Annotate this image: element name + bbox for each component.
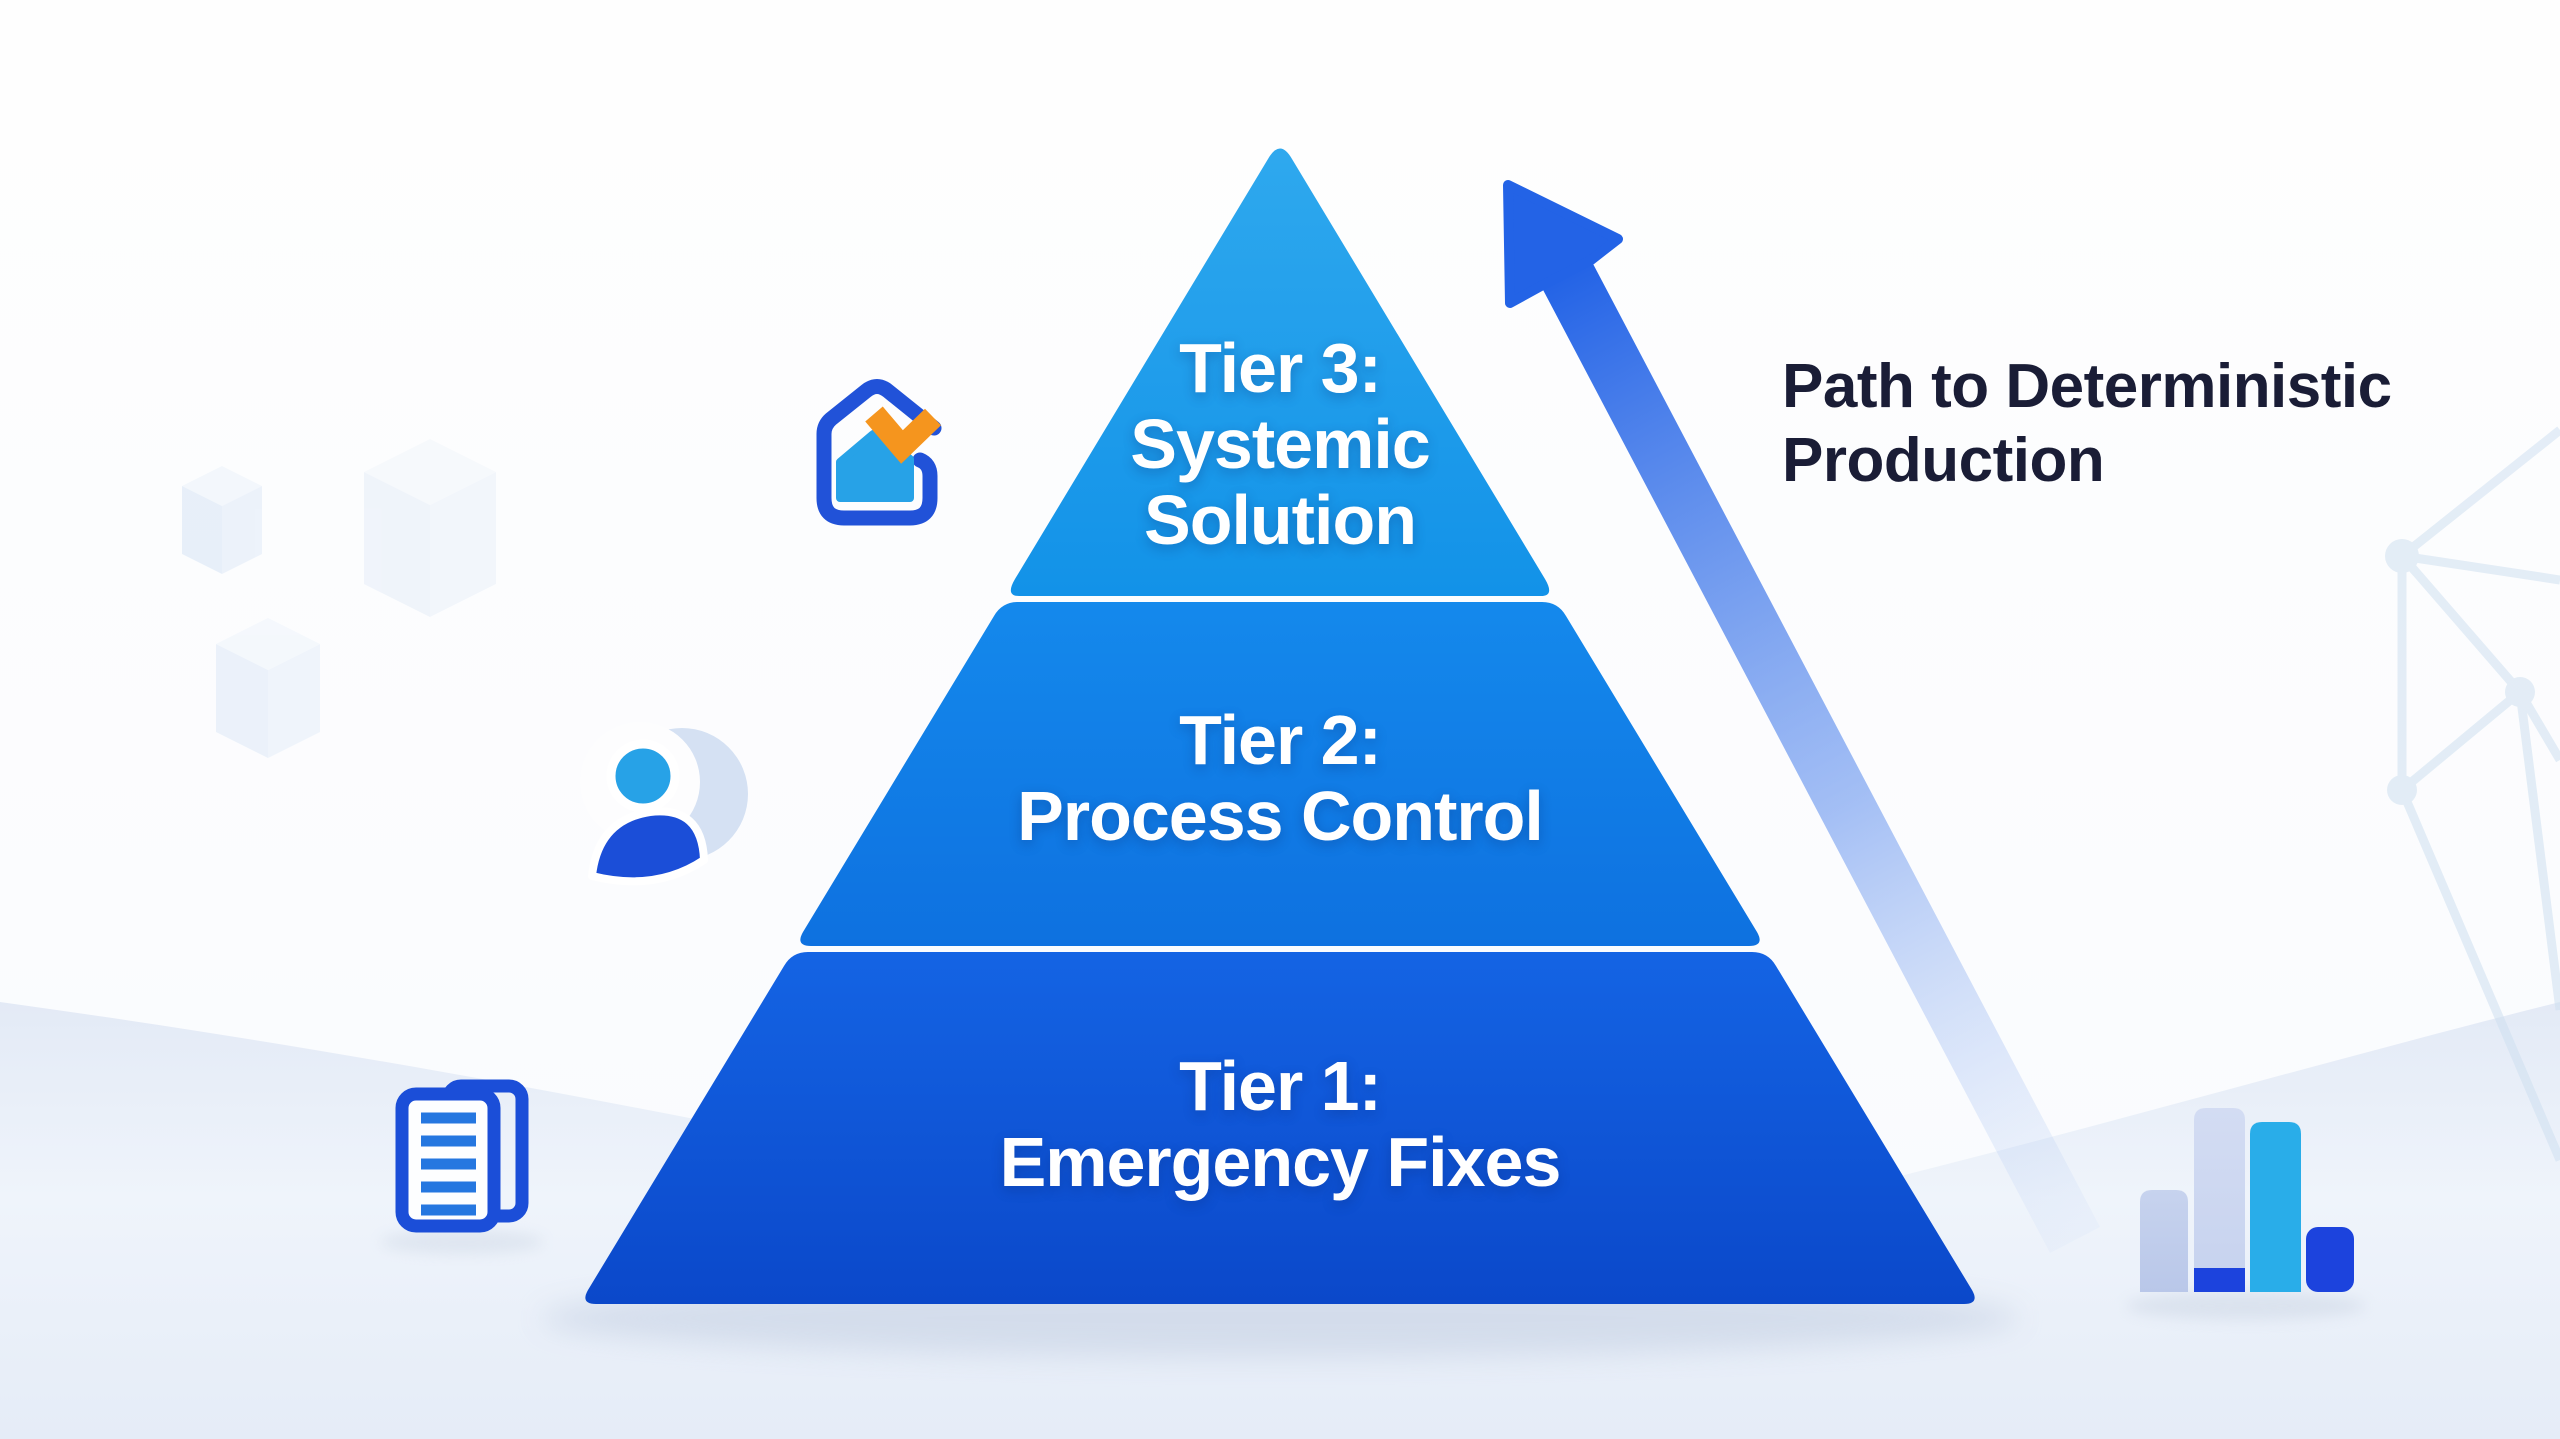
doc-icon-shadow [380, 1230, 544, 1254]
tier-3-line-1: Tier 3: [1179, 329, 1382, 407]
bar-1 [2140, 1190, 2188, 1292]
arrow-head [1503, 180, 1623, 308]
check-mark [865, 406, 941, 464]
pyramid-tier-1-shape [585, 952, 1975, 1304]
bar-icon-shadow [2126, 1292, 2366, 1320]
pyramid-tier-3-shape [1010, 148, 1550, 596]
tier-2-line-2: Process Control [1017, 777, 1544, 855]
tier-3-label: Tier 3: Systemic Solution [980, 330, 1580, 558]
tier-1-label: Tier 1: Emergency Fixes [830, 1048, 1730, 1200]
cube-icon [182, 466, 262, 574]
network-graph-icon [2385, 426, 2560, 1162]
house-check-icon [816, 379, 942, 526]
cube-icon [364, 439, 496, 617]
user-body [588, 807, 708, 886]
page-title-line-1: Path to Deterministic [1782, 352, 2392, 421]
bar-chart-icon [2140, 1108, 2354, 1292]
growth-arrow-icon [1503, 180, 2100, 1253]
document-icon [395, 1079, 529, 1233]
doc-text-lines [421, 1112, 476, 1216]
tier-2-line-1: Tier 2: [1179, 701, 1382, 779]
tier-3-line-3: Solution [1144, 481, 1417, 559]
decor-cubes [182, 439, 496, 758]
bar-3 [2250, 1122, 2301, 1292]
user-head [606, 739, 680, 813]
tier-1-line-1: Tier 1: [1179, 1047, 1382, 1125]
tier-1-line-2: Emergency Fixes [999, 1123, 1562, 1201]
bar-2 [2194, 1108, 2245, 1292]
bar-4 [2306, 1227, 2354, 1292]
page-title: Path to Deterministic Production [1782, 350, 2542, 498]
page-title-line-2: Production [1782, 426, 2105, 495]
tier-3-line-2: Systemic [1130, 405, 1430, 483]
arrow-shaft [1541, 260, 2100, 1253]
house-outline [816, 379, 942, 526]
cube-icon [216, 618, 320, 758]
bar-2-segment [2194, 1268, 2245, 1292]
pyramid [585, 148, 1975, 1304]
tier-2-label: Tier 2: Process Control [880, 702, 1680, 854]
pyramid-tier-2-shape [800, 602, 1760, 946]
user-icon [580, 722, 748, 886]
